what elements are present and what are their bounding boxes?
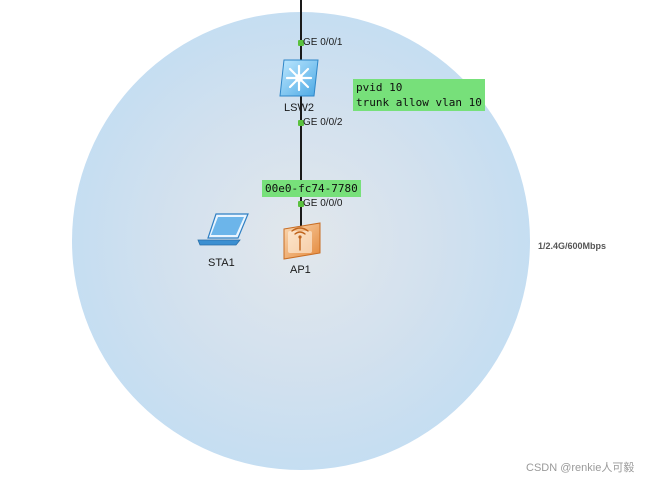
access-point-icon[interactable] [280, 221, 324, 261]
port-label-ge002: GE 0/0/2 [303, 117, 343, 128]
switch-name-label: LSW2 [284, 102, 314, 114]
radio-rate-label: 1/2.4G/600Mbps [538, 241, 607, 251]
watermark: CSDN @renkie人可毅 [526, 462, 635, 474]
port-indicator-ge000 [298, 201, 304, 207]
port-indicator-ge001 [298, 40, 304, 46]
config-line-pvid: pvid 10 [356, 81, 403, 94]
port-label-ge001: GE 0/0/1 [303, 37, 343, 48]
switch-icon[interactable] [278, 58, 320, 98]
config-line-trunk: trunk allow vlan 10 [356, 96, 482, 109]
ap-mac-note: 00e0-fc74-7780 [262, 180, 361, 197]
port-label-ge000: GE 0/0/0 [303, 198, 343, 209]
port-indicator-ge002 [298, 120, 304, 126]
laptop-icon[interactable] [196, 212, 250, 248]
sta-name-label: STA1 [208, 257, 235, 269]
ap-name-label: AP1 [290, 264, 311, 276]
switch-config-note: pvid 10 trunk allow vlan 10 [353, 79, 485, 111]
